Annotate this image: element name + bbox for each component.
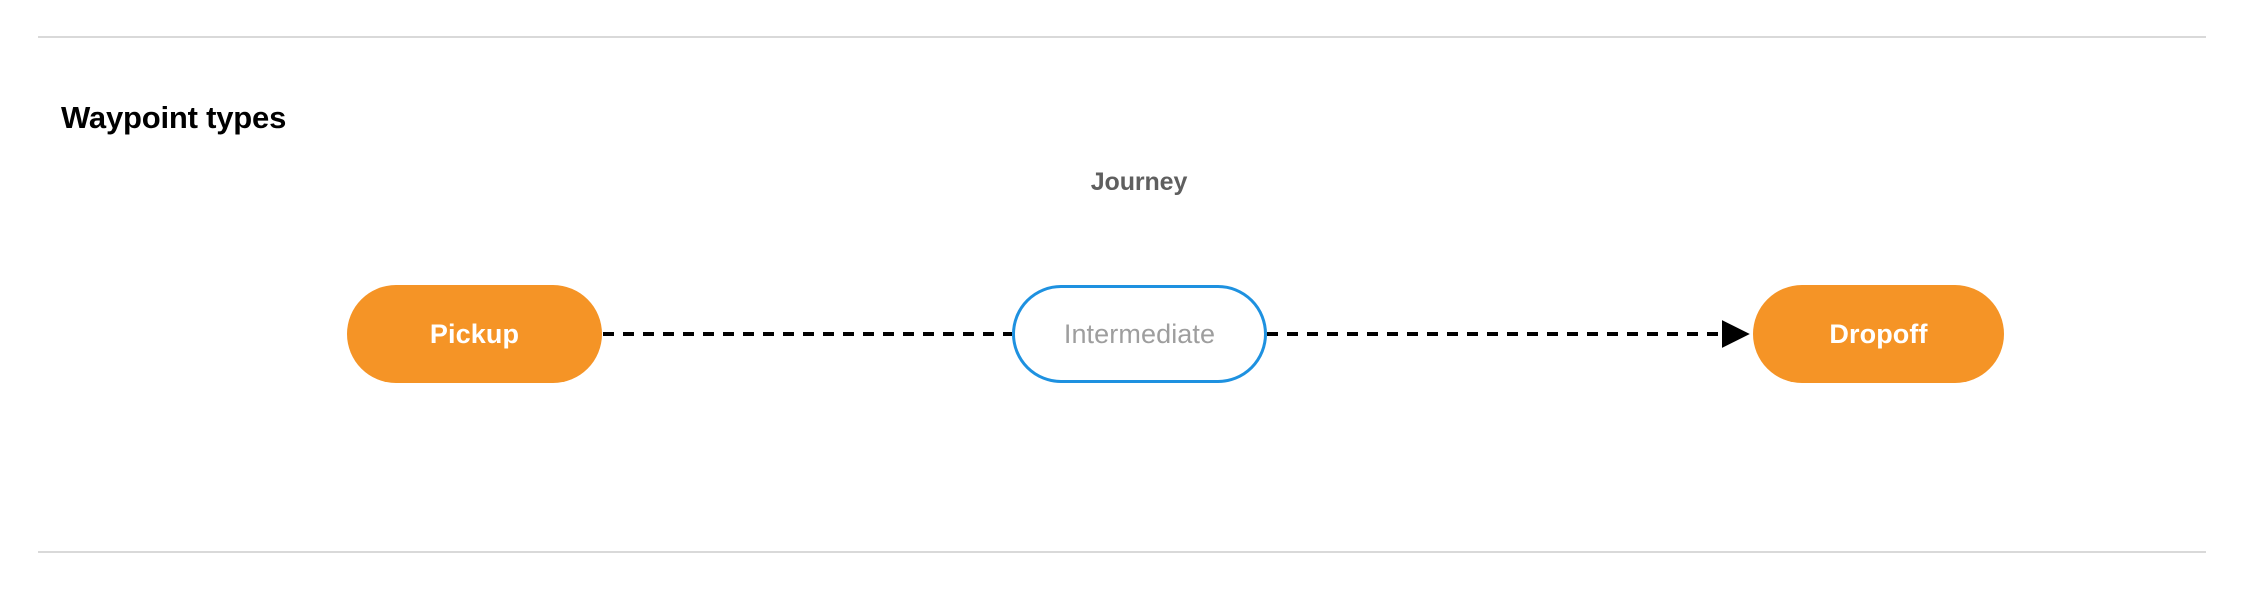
journey-cluster-label: Journey [1090, 168, 1188, 196]
divider-bottom [38, 551, 2206, 553]
divider-top [38, 36, 2206, 38]
page-title: Waypoint types [61, 99, 287, 135]
node-dropoff-label: Dropoff [1829, 318, 1928, 349]
node-intermediate[interactable]: Intermediate [1012, 285, 1267, 383]
node-intermediate-label: Intermediate [1063, 318, 1216, 349]
node-pickup-label: Pickup [429, 318, 520, 349]
node-dropoff[interactable]: Dropoff [1753, 285, 2004, 383]
node-pickup[interactable]: Pickup [347, 285, 602, 383]
